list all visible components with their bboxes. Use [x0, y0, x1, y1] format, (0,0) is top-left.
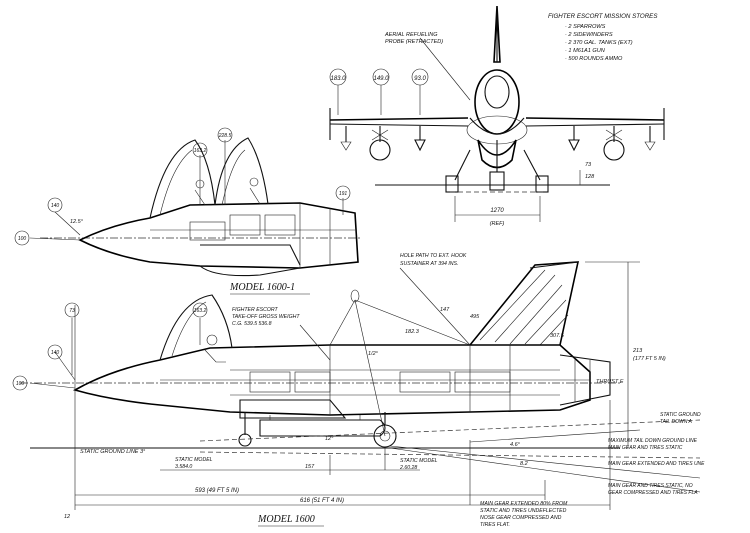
dim-177ft: (177 FT 5 IN) [633, 356, 666, 362]
hole-note-1: HOLE PATH TO EXT. HOOK [400, 253, 467, 259]
m-tag-4: 73 [69, 308, 75, 314]
loadout-item-5: · 500 ROUNDS AMMO [565, 56, 623, 62]
loadout-item-2: · 2 SIDEWINDERS [565, 32, 613, 38]
front-span-dim: 1270 [490, 208, 504, 214]
m1-tag-5: 191 [339, 191, 348, 197]
dim-147: 147 [440, 307, 450, 313]
dim-182: 182.3 [405, 329, 420, 335]
right-note-7: GEAR COMPRESSED AND TIRES FLA [608, 490, 698, 496]
right-note-5: MAIN GEAR EXTENDED AND TIRES UNE [608, 461, 705, 467]
gear-note-4: TIRES FLAT. [480, 522, 510, 528]
hole-note-2: SUSTAINER AT 394 INS. [400, 261, 458, 267]
m1-tag-3: 140 [51, 203, 60, 209]
gear-note-2: STATIC AND TIRES UNDEFLECTED [480, 508, 567, 514]
station-tag-3: 93.0 [414, 76, 426, 82]
probe-note-2: PROBE (RETRACTED) [385, 39, 443, 45]
dim-12: 12 [64, 514, 70, 520]
dim-307: 307.5 [550, 333, 565, 339]
model-1600-1-view: 163.2 228.5 140 100 191 12.5° MODEL 1600… [14, 127, 360, 295]
right-note-3: MAXIMUM TAIL DOWN GROUND LINE [608, 438, 698, 444]
station-tag-2: 149.0 [373, 76, 389, 82]
m1-tag-2: 228.5 [218, 133, 232, 139]
static-ground-line: STATIC GROUND LINE 3° [80, 449, 146, 455]
front-span-ref: (REF) [490, 221, 505, 227]
m-tag-3: 100 [16, 381, 25, 387]
right-note-6: MAIN GEAR AND TIRES STATIC, NO [608, 483, 693, 489]
dim-616: 616 (51 FT 4 IN) [300, 498, 344, 504]
right-note-2: TAIL DOWN A [660, 419, 693, 425]
static-model-1: STATIC MODEL [175, 457, 213, 463]
probe-note-1: AERIAL REFUELING [384, 32, 438, 38]
m1-tag-4: 100 [18, 236, 27, 242]
loadout-item-1: · 2 SPARROWS [565, 24, 606, 30]
static-model-2b: 2.60.28 [399, 465, 417, 471]
loadout-item-4: · 1 M61A1 GUN [565, 48, 606, 54]
thrust-tag: THRUST E [596, 379, 624, 385]
model-1600-view: 163.2 140 100 73 FIGHTER ESCORT TAKE-OFF… [12, 253, 705, 528]
gear-note-1: MAIN GEAR EXTENDED 80% FROM [480, 501, 568, 507]
seat-note-1: FIGHTER ESCORT [232, 307, 279, 313]
station-tag-1: 183.0 [330, 76, 346, 82]
gear-note-3: NOSE GEAR COMPRESSED AND [480, 515, 562, 521]
front-view: 183.0 149.0 93.0 AERIAL REFUELING PROBE … [329, 5, 665, 227]
dim-half-deg: 1/2° [368, 351, 379, 357]
dim-213: 213 [632, 348, 643, 354]
loadout-item-3: · 2 370 GAL. TANKS (EXT) [565, 40, 633, 46]
dim-12-deg: 12° [325, 436, 334, 442]
seat-note-2: TAKE-OFF GROSS WEIGHT [232, 314, 300, 320]
dim-8-2: 8.2 [520, 461, 528, 467]
right-note-1: STATIC GROUND [660, 412, 701, 418]
dim-593: 593 (49 FT 5 IN) [195, 488, 239, 494]
m1-tag-1: 163.2 [194, 148, 207, 154]
dim-495: 495 [470, 314, 480, 320]
m-tag-2: 140 [51, 350, 60, 356]
dim-157: 157 [305, 464, 315, 470]
model-1600-label: MODEL 1600 [257, 514, 315, 525]
m-tag-1: 163.2 [194, 308, 207, 314]
static-model-2: STATIC MODEL [400, 458, 438, 464]
front-dim-a: 73 [585, 162, 592, 168]
loadout-title: FIGHTER ESCORT MISSION STORES [548, 13, 658, 20]
right-note-4: MAIN GEAR AND TIRES STATIC [608, 445, 683, 451]
m1-angle: 12.5° [70, 219, 84, 225]
front-dim-b: 128 [585, 174, 595, 180]
model-1600-1-label: MODEL 1600-1 [229, 282, 295, 293]
static-model-1b: 3.584.0 [175, 464, 192, 470]
seat-note-3: C.G. 539.5 536.8 [232, 321, 272, 327]
dim-4-6-deg: 4.6° [510, 442, 521, 448]
